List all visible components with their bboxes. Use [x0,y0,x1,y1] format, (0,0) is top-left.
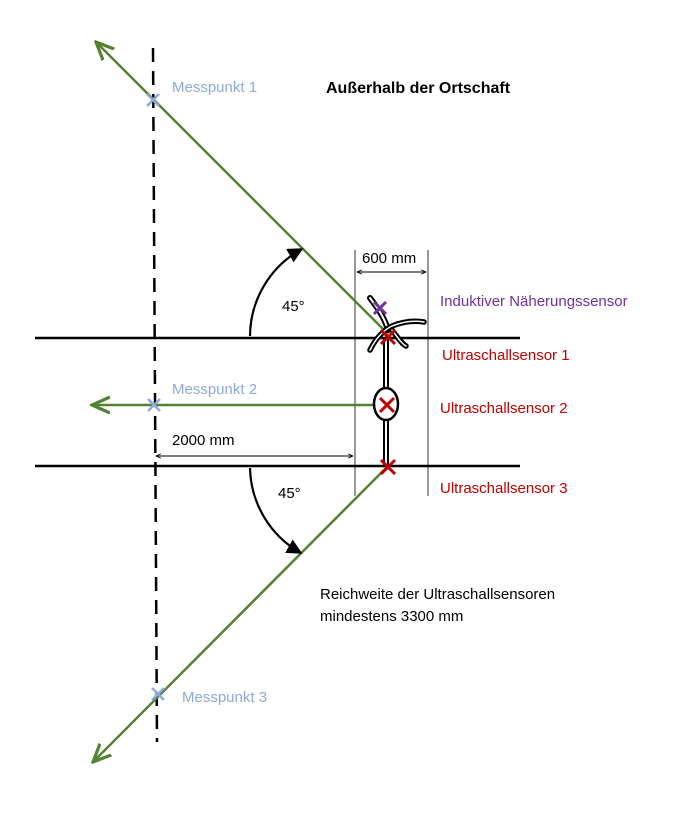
beam-sensor-3 [93,466,388,762]
beam-sensor-1 [96,42,389,335]
ultrasonic-sensor-1-label: Ultraschallsensor 1 [442,347,570,364]
ultrasonic-sensor-3-marker [379,458,397,476]
angle-upper-label: 45° [282,298,305,315]
measurement-point-3-label: Messpunkt 3 [182,689,267,706]
measurement-line [151,47,159,743]
ultrasonic-sensor-3-label: Ultraschallsensor 3 [440,480,568,497]
angle-arc-lower [248,467,303,554]
measurement-marker-1 [146,93,160,107]
range-note-line-1: Reichweite der Ultraschallsensoren [320,586,555,603]
inductive-sensor-label: Induktiver Näherungssensor [440,293,628,310]
ultrasonic-sensor-2-marker [378,396,396,414]
diagram-title: Außerhalb der Ortschaft [326,80,511,97]
angle-lower-label: 45° [278,485,301,502]
inductive-sensor-marker [372,300,388,316]
ultrasonic-sensor-1-marker [379,328,397,346]
dimension-2000-label: 2000 mm [172,432,235,449]
measurement-point-2-label: Messpunkt 2 [172,381,257,398]
dimension-600-label: 600 mm [362,250,416,267]
measurement-marker-3 [151,687,165,701]
range-note-line-2: mindestens 3300 mm [320,608,463,625]
measurement-marker-2 [147,398,161,412]
angle-arc-upper [248,248,304,337]
ultrasonic-sensor-2-label: Ultraschallsensor 2 [440,400,568,417]
measurement-point-1-label: Messpunkt 1 [172,79,257,96]
